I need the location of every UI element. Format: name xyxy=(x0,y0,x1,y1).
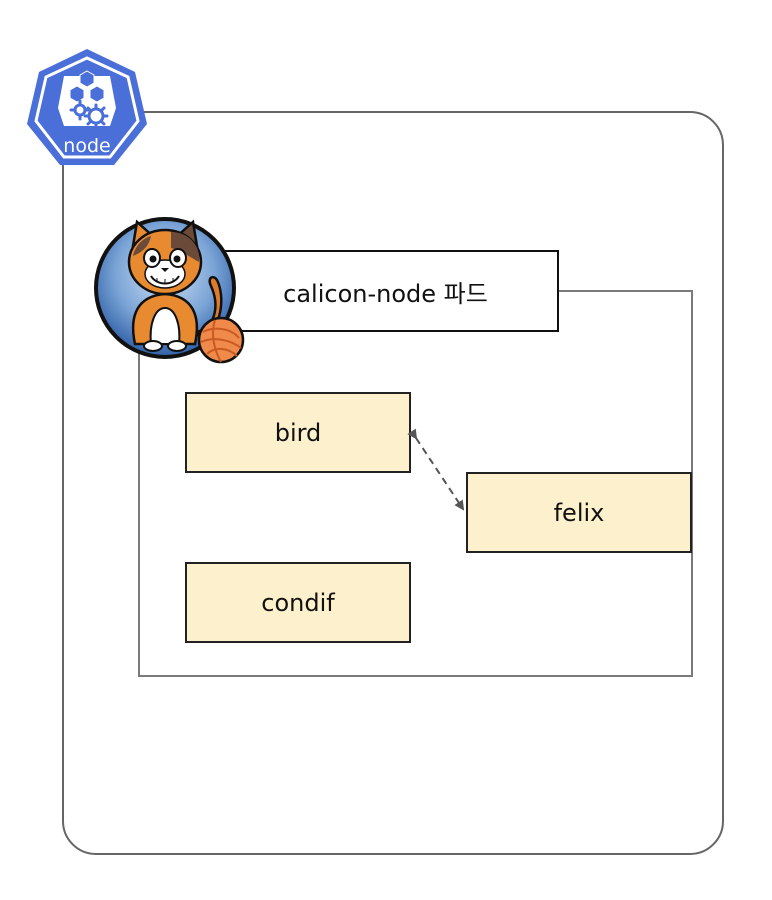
process-bird: bird xyxy=(185,392,411,473)
process-felix: felix xyxy=(466,472,692,553)
node-badge-label: node xyxy=(63,135,111,157)
pod-label: calicon-node 파드 xyxy=(212,250,559,332)
calico-logo xyxy=(93,216,247,366)
kubernetes-node-icon xyxy=(27,49,147,165)
process-condif: condif xyxy=(185,562,411,643)
calico-cat-logo xyxy=(94,217,245,364)
node-badge: node xyxy=(24,46,150,168)
